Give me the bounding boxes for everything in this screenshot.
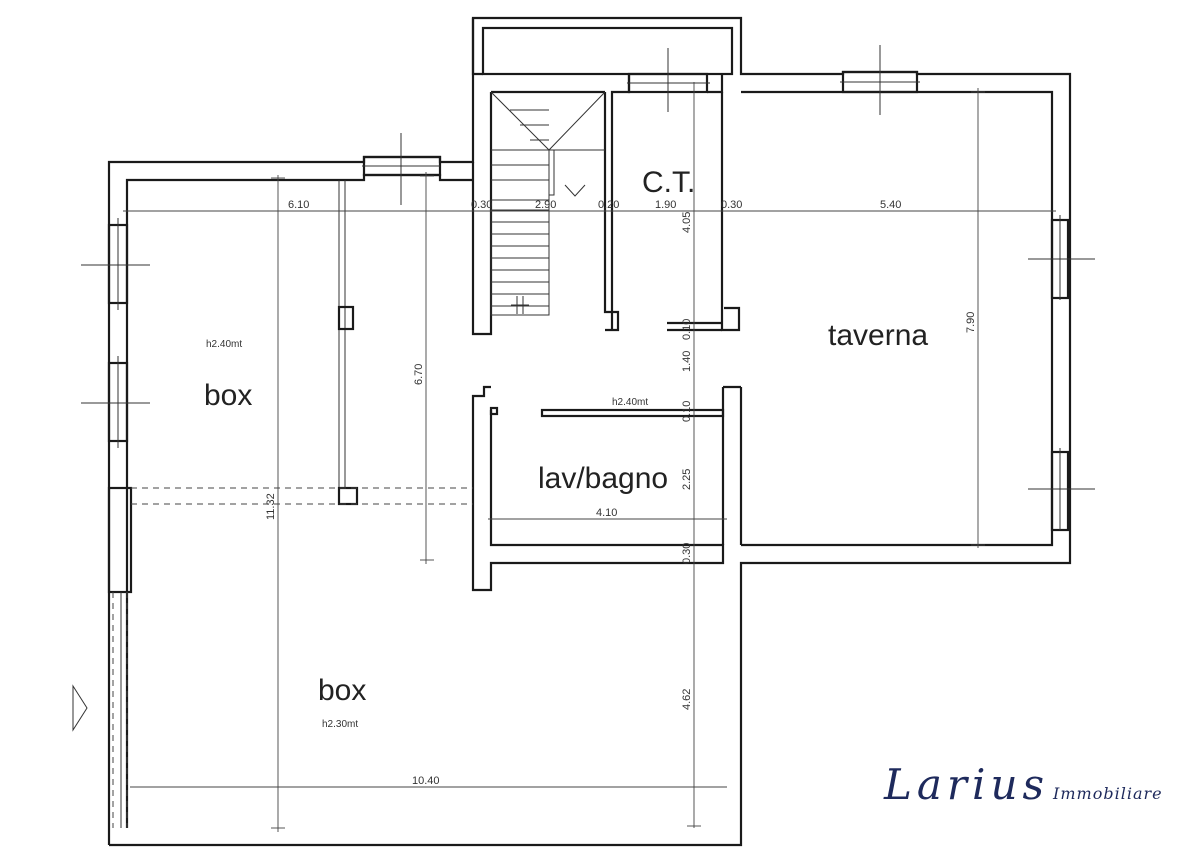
room-label-box-bottom: box <box>318 674 366 707</box>
dim-1040: 10.40 <box>412 775 440 787</box>
dim-462: 4.62 <box>681 689 693 710</box>
room-label-lav-bagno: lav/bagno <box>538 462 668 495</box>
dimension-lines <box>123 82 1056 832</box>
height-label-lav-bagno: h2.40mt <box>612 397 648 408</box>
dim-010b: 0.10 <box>681 401 693 422</box>
room-label-taverna: taverna <box>828 319 928 352</box>
room-label-box-top: box <box>204 379 252 412</box>
dim-670: 6.70 <box>413 364 425 385</box>
columns <box>337 180 499 506</box>
dim-540: 5.40 <box>880 199 901 211</box>
dim-1132: 11.32 <box>265 493 277 520</box>
window-axes <box>81 45 1095 530</box>
dim-290: 2.90 <box>535 199 556 211</box>
dim-030c: 0.30 <box>681 543 693 564</box>
dim-610: 6.10 <box>288 199 309 211</box>
dim-140: 1.40 <box>681 351 693 372</box>
height-label-box-top: h2.40mt <box>206 339 242 350</box>
stairs <box>490 91 606 316</box>
dim-030b: 0.30 <box>721 199 742 211</box>
room-label-ct: C.T. <box>642 166 695 199</box>
outer-walls <box>107 16 1072 847</box>
dim-410: 4.10 <box>596 507 617 519</box>
dim-030a: 0.30 <box>471 199 492 211</box>
height-label-box-bottom: h2.30mt <box>322 719 358 730</box>
dim-405: 4.05 <box>681 212 693 233</box>
brand-logo-sub: Immobiliare <box>1053 784 1163 803</box>
dim-020: 0.20 <box>598 199 619 211</box>
dim-790: 7.90 <box>965 312 977 333</box>
dim-190: 1.90 <box>655 199 676 211</box>
dim-225: 2.25 <box>681 469 693 490</box>
dim-010a: 0.10 <box>681 319 693 340</box>
brand-logo-name: Larius <box>884 760 1050 809</box>
entrance-arrow <box>72 684 88 732</box>
